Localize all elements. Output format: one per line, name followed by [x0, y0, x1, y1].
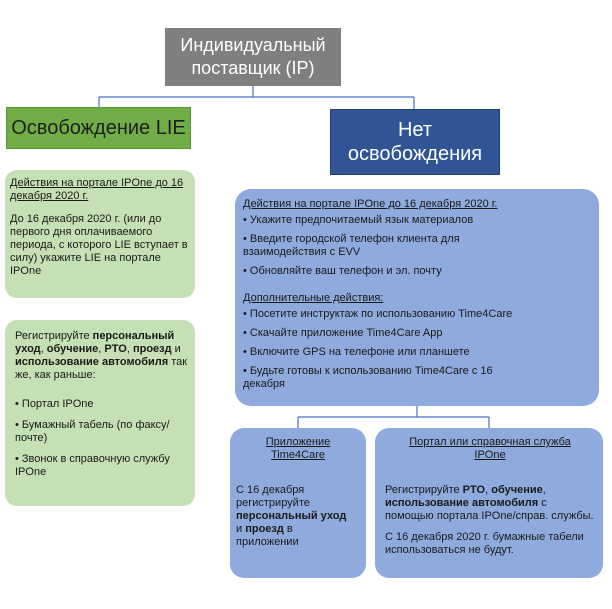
- no-exemption-actions-box: Действия на портале IPOne до 16 декабря …: [235, 189, 599, 406]
- list-item: • Посетите инструктаж по использованию T…: [243, 308, 513, 320]
- list-item: • Звонок в справочную службу IPOne: [15, 453, 170, 478]
- no-exemption-header-line1: Нет: [397, 119, 433, 141]
- ipone-portal-helpdesk-note: С 16 декабря 2020 г. бумажные табели исп…: [385, 531, 584, 556]
- time4care-app-box: Приложение Time4Care С 16 декабря регист…: [230, 428, 366, 578]
- time4care-app-text: С 16 декабря регистрируйте персональный …: [236, 484, 347, 548]
- lie-exemption-header: Освобождение LIE: [6, 107, 191, 149]
- root-node-individual-provider: Индивидуальный поставщик (IP): [165, 28, 341, 86]
- list-item: • Портал IPOne: [15, 398, 94, 410]
- ipone-portal-helpdesk-box: Портал или справочная служба IPOne Регис…: [375, 428, 603, 578]
- no-exemption-header-line2: освобождения: [347, 143, 483, 165]
- ipone-portal-helpdesk-heading: Портал или справочная служба IPOne: [409, 436, 571, 461]
- lie-register-text: Регистрируйте персональный уход, обучени…: [15, 330, 188, 381]
- list-item: • Бумажный табель (по факсу/почте): [15, 419, 170, 444]
- list-item: • Введите городской телефон клиента для …: [243, 233, 460, 258]
- root-title-line1: Индивидуальный: [180, 35, 326, 55]
- list-item: • Обновляйте ваш телефон и эл. почту: [243, 265, 442, 277]
- lie-portal-actions-box: Действия на портале IPOne до 16 декабря …: [5, 170, 195, 298]
- list-item: • Укажите предпочитаемый язык материалов: [243, 214, 474, 226]
- no-exemption-additional-heading: Дополнительные действия:: [243, 292, 384, 304]
- lie-portal-actions-text: До 16 декабря 2020 г. (или до первого дн…: [10, 213, 188, 277]
- no-exemption-portal-heading: Действия на портале IPOne до 16 декабря …: [243, 198, 498, 210]
- lie-register-box: Регистрируйте персональный уход, обучени…: [5, 320, 195, 506]
- time4care-app-heading: Приложение Time4Care: [265, 436, 331, 461]
- lie-portal-actions-heading: Действия на портале IPOne до 16 декабря …: [10, 177, 184, 202]
- list-item: • Включите GPS на телефоне или планшете: [243, 346, 470, 358]
- list-item: • Будьте готовы к использованию Time4Car…: [243, 365, 493, 390]
- ipone-portal-helpdesk-text: Регистрируйте PTO, обучение, использован…: [385, 484, 594, 522]
- list-item: • Скачайте приложение Time4Care App: [243, 327, 443, 339]
- no-exemption-header: Нет освобождения: [330, 109, 500, 175]
- root-title-line2: поставщик (IP): [191, 58, 315, 78]
